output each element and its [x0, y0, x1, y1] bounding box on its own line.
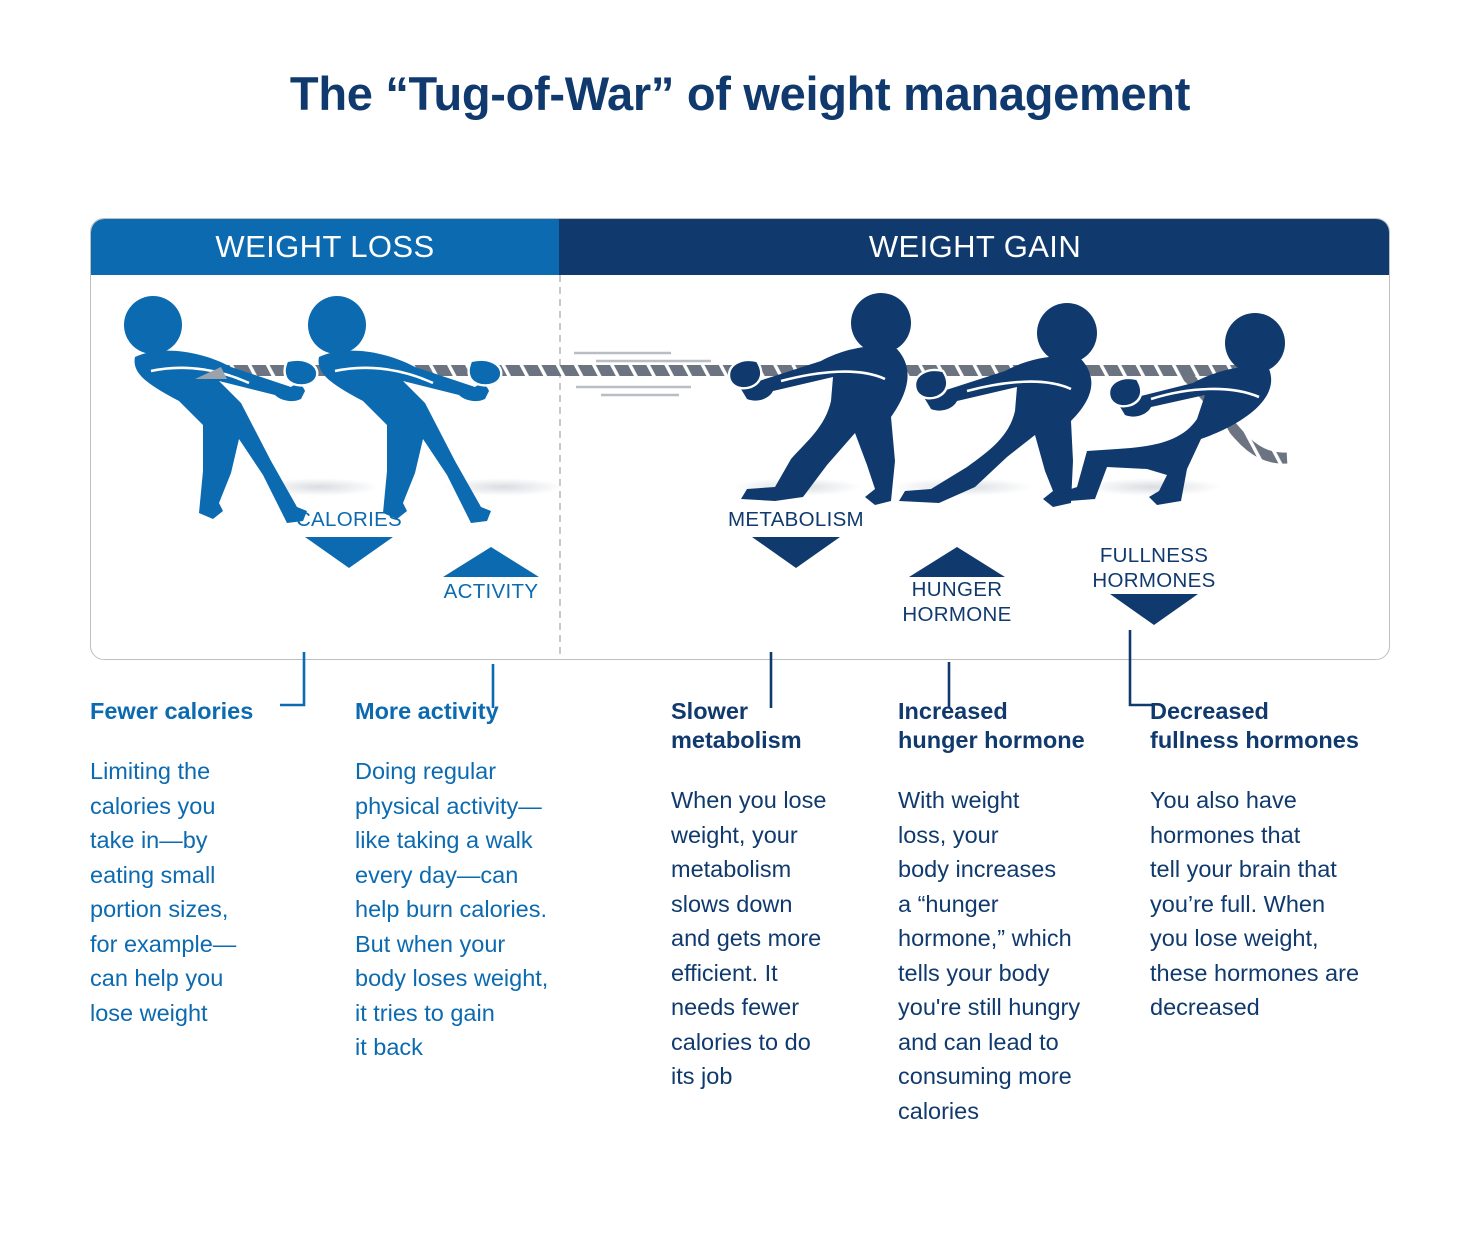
metabolism-down-arrow-icon: [752, 537, 840, 568]
label-fullness-hormones: FULLNESS HORMONES: [1092, 544, 1216, 592]
tug-of-war-illustration: [91, 275, 1389, 659]
column-increased-hunger-hormone: Increased hunger hormone With weight los…: [898, 697, 1138, 1128]
label-activity: ACTIVITY: [443, 580, 539, 603]
connector-fullness-hormones: [1128, 630, 1152, 707]
hunger-hormone-up-arrow-icon: [909, 547, 1005, 577]
connector-calories: [280, 652, 306, 707]
column-heading: Increased hunger hormone: [898, 698, 1085, 753]
right-hands: [727, 358, 1143, 408]
puller-left-1: [124, 296, 307, 523]
connector-lines: [280, 630, 1152, 708]
weight-loss-header: WEIGHT LOSS: [91, 219, 559, 275]
column-heading: More activity: [355, 698, 499, 724]
fullness-hormones-down-arrow-icon: [1110, 594, 1198, 625]
column-body: With weight loss, your body increases a …: [898, 787, 1081, 1124]
column-heading: Slower metabolism: [671, 698, 802, 753]
column-body: When you lose weight, your metabolism sl…: [671, 787, 827, 1089]
column-slower-metabolism: Slower metabolism When you lose weight, …: [671, 697, 886, 1094]
label-hunger-hormone: HUNGER HORMONE: [902, 578, 1012, 626]
column-heading: Fewer calories: [90, 698, 254, 724]
calories-down-arrow-icon: [305, 537, 393, 568]
page-title: The “Tug-of-War” of weight management: [289, 67, 1191, 120]
column-body: Limiting the calories you take in—by eat…: [90, 758, 237, 1026]
motion-lines: [574, 351, 711, 397]
puller-right-2: [899, 303, 1097, 507]
label-metabolism: METABOLISM: [728, 508, 864, 531]
column-body: Doing regular physical activity— like ta…: [355, 758, 549, 1060]
label-calories: CALORIES: [295, 508, 403, 531]
left-hands: [283, 358, 503, 387]
puller-right-3: [1065, 313, 1285, 505]
card-header-row: WEIGHT LOSS WEIGHT GAIN: [91, 219, 1389, 275]
column-fewer-calories: Fewer calories Limiting the calories you…: [90, 697, 290, 1030]
column-decreased-fullness-hormones: Decreased fullness hormones You also hav…: [1150, 697, 1420, 1025]
column-more-activity: More activity Doing regular physical act…: [355, 697, 615, 1065]
activity-up-arrow-icon: [443, 547, 539, 577]
rope: [149, 365, 1288, 464]
tug-of-war-card: WEIGHT LOSS WEIGHT GAIN: [90, 218, 1390, 660]
center-divider: [559, 275, 561, 659]
puller-right-1: [741, 293, 911, 505]
weight-gain-header: WEIGHT GAIN: [559, 219, 1389, 275]
detail-columns: Fewer calories Limiting the calories you…: [90, 697, 1420, 1217]
puller-left-2: [308, 296, 491, 523]
column-heading: Decreased fullness hormones: [1150, 698, 1359, 753]
column-body: You also have hormones that tell your br…: [1150, 787, 1360, 1020]
tug-of-war-svg: [124, 293, 1288, 523]
